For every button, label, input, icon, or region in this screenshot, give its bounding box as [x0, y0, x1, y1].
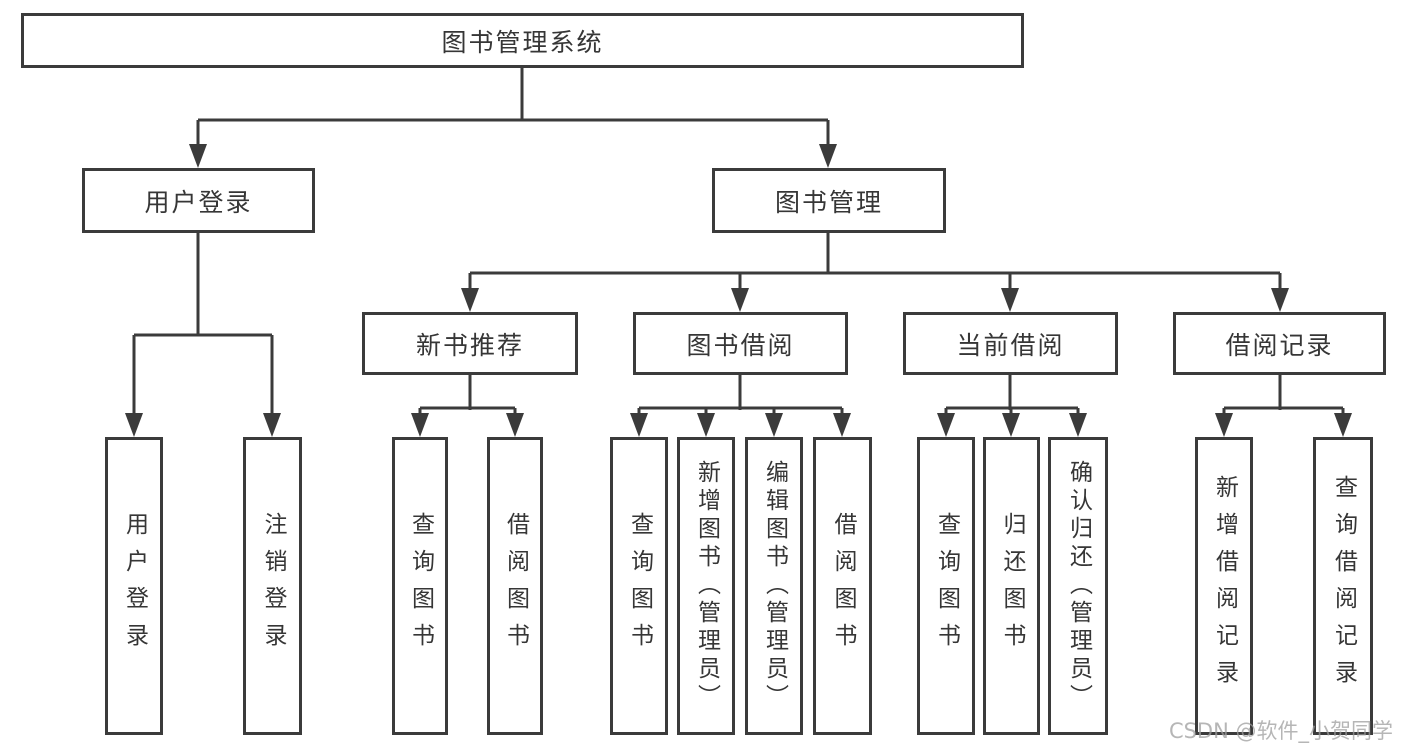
- node-root-system: 图书管理系统: [21, 13, 1024, 68]
- leaf-borrow-edit-books-admin: 编辑图书（管理员）: [745, 437, 803, 735]
- leaf-user-login: 用户登录: [105, 437, 163, 735]
- arrowhead-icon: [1215, 413, 1233, 437]
- node-current-borrow: 当前借阅: [903, 312, 1118, 375]
- arrowhead-icon: [697, 413, 715, 437]
- arrowhead-icon: [263, 413, 281, 437]
- arrowhead-icon: [189, 144, 207, 168]
- arrowhead-icon: [1334, 413, 1352, 437]
- arrowhead-icon: [819, 144, 837, 168]
- leaf-recommend-query-books: 查询图书: [392, 437, 448, 735]
- arrowhead-icon: [630, 413, 648, 437]
- arrowhead-icon: [125, 413, 143, 437]
- arrowhead-icon: [1271, 288, 1289, 312]
- arrowhead-icon: [1069, 413, 1087, 437]
- arrowhead-icon: [731, 288, 749, 312]
- csdn-watermark: CSDN @软件_小贺同学: [1168, 719, 1393, 743]
- leaf-current-return-books: 归还图书: [983, 437, 1040, 735]
- leaf-borrow-borrow-books: 借阅图书: [813, 437, 872, 735]
- node-book-management: 图书管理: [712, 168, 946, 233]
- arrowhead-icon: [1001, 288, 1019, 312]
- arrowhead-icon: [461, 288, 479, 312]
- leaf-current-confirm-return-admin: 确认归还（管理员）: [1048, 437, 1108, 735]
- arrowhead-icon: [937, 413, 955, 437]
- node-book-borrow: 图书借阅: [633, 312, 848, 375]
- arrowhead-icon: [506, 413, 524, 437]
- arrowhead-icon: [833, 413, 851, 437]
- leaf-logout: 注销登录: [243, 437, 302, 735]
- node-new-book-recommend: 新书推荐: [362, 312, 578, 375]
- arrowhead-icon: [1002, 413, 1020, 437]
- leaf-recommend-borrow-books: 借阅图书: [487, 437, 543, 735]
- leaf-records-query-record: 查询借阅记录: [1313, 437, 1373, 735]
- leaf-borrow-add-books-admin: 新增图书（管理员）: [677, 437, 735, 735]
- node-borrow-records: 借阅记录: [1173, 312, 1386, 375]
- arrowhead-icon: [411, 413, 429, 437]
- leaf-borrow-query-books: 查询图书: [610, 437, 668, 735]
- leaf-current-query-books: 查询图书: [917, 437, 975, 735]
- arrowhead-icon: [765, 413, 783, 437]
- node-user-login: 用户登录: [82, 168, 315, 233]
- leaf-records-add-record: 新增借阅记录: [1195, 437, 1253, 735]
